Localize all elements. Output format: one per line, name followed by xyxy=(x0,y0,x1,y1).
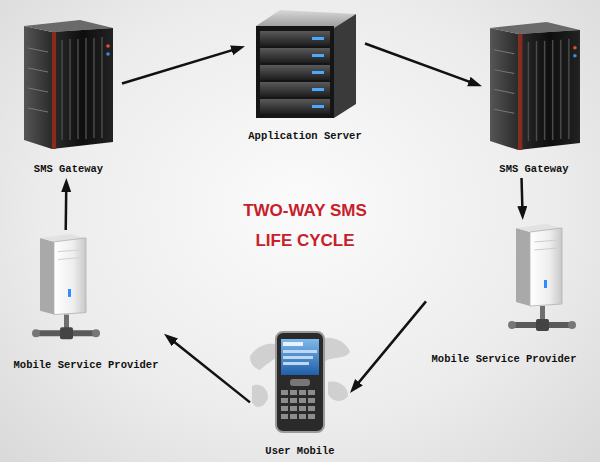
device-label: Mobile Service Provider xyxy=(432,353,577,365)
provider-icon xyxy=(30,232,102,348)
flow-arrow xyxy=(170,339,250,403)
flow-arrow xyxy=(122,49,237,84)
device-node: SMS Gateway xyxy=(482,20,586,178)
gateway-icon xyxy=(22,18,115,151)
device-label: Application Server xyxy=(248,130,361,142)
device-label: Mobile Service Provider xyxy=(14,359,159,371)
device-label: User Mobile xyxy=(265,445,334,457)
flow-arrow xyxy=(355,301,426,386)
device-node: Mobile Service Provider xyxy=(8,230,164,374)
gateway-icon xyxy=(488,20,582,152)
flow-arrow xyxy=(365,43,474,83)
phone-icon xyxy=(246,326,354,438)
diagram-title: TWO-WAY SMS LIFE CYCLE xyxy=(230,196,380,256)
device-node: Application Server xyxy=(245,4,365,145)
server-icon xyxy=(250,4,360,120)
flow-arrow xyxy=(520,178,523,212)
flow-arrow xyxy=(64,186,67,230)
device-node: SMS Gateway xyxy=(15,15,122,178)
provider-icon xyxy=(506,222,578,340)
device-node: User Mobile xyxy=(250,326,350,460)
device-label: SMS Gateway xyxy=(34,163,103,175)
device-label: SMS Gateway xyxy=(499,163,568,175)
device-node: Mobile Service Provider xyxy=(426,220,582,368)
